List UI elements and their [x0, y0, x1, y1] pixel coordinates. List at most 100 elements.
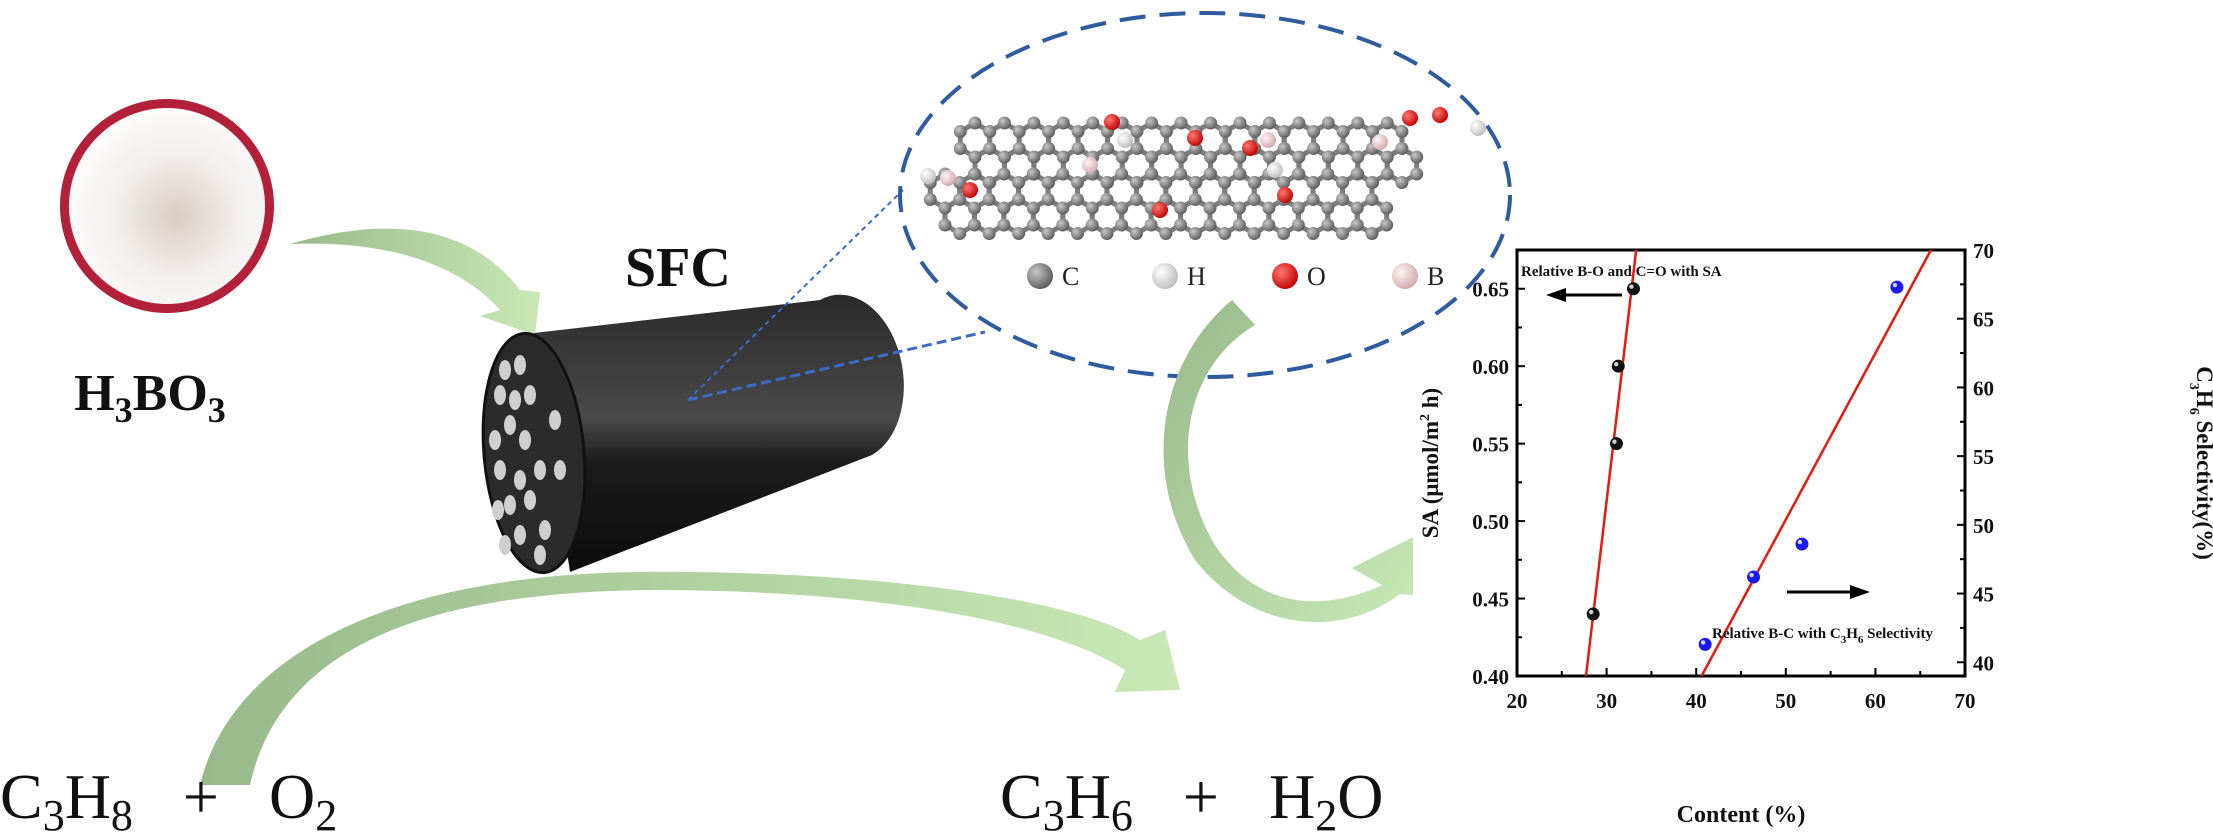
data-point-highlight [1700, 640, 1706, 645]
carbon-atom [1086, 116, 1100, 130]
data-point-series-2 [1698, 637, 1712, 651]
carbon-atom [1115, 167, 1129, 181]
y-axis-title: SA (μmol/m2 h) [1418, 388, 1443, 538]
boron-atom [1082, 157, 1098, 173]
carbon-atom [1277, 227, 1291, 240]
carbon-atom [1350, 167, 1364, 181]
data-point-series-2 [1890, 280, 1904, 294]
oxygen-atom [1402, 110, 1418, 126]
carbon-atom [1350, 201, 1364, 215]
carbon-atom [1380, 116, 1394, 130]
carbon-atom [1012, 176, 1026, 189]
precursor-label: H3BO3 [74, 365, 226, 430]
carbon-atom [1174, 218, 1188, 232]
carbon-atom [1232, 218, 1246, 232]
carbon-atom [1291, 201, 1305, 215]
carbon-atom [1012, 193, 1026, 206]
carbon-atom [983, 142, 997, 155]
carbon-atom [1115, 218, 1129, 232]
carbon-atom [1144, 167, 1158, 181]
carbon-atom [967, 201, 981, 215]
pore [504, 415, 516, 435]
carbon-atom [1203, 167, 1217, 181]
zoom-ellipse [898, 11, 1512, 379]
data-point-highlight [1612, 439, 1617, 444]
pore [514, 470, 526, 490]
y2-axis-title: C3H6 Selectivity(%) [2186, 366, 2213, 560]
carbon-atom [1203, 201, 1217, 215]
carbon-atom [1292, 116, 1306, 130]
carbon-atom [1130, 142, 1144, 155]
data-point-series-1 [1626, 282, 1640, 296]
carbon-atom [1100, 176, 1114, 189]
carbon-atom [1056, 150, 1070, 164]
carbon-atom [997, 167, 1011, 181]
carbon-atom [1071, 176, 1085, 189]
y-tick-label: 0.50 [1472, 510, 1509, 534]
oxygen-atom [1152, 202, 1168, 218]
carbon-atom [982, 176, 996, 189]
atom-h-swatch-icon [1152, 263, 1178, 289]
carbon-atom [1307, 125, 1321, 138]
y2-tick-label: 55 [1973, 445, 1994, 469]
carbon-atom [997, 201, 1011, 215]
carbon-atom [1026, 167, 1040, 181]
carbon-atom [1351, 150, 1365, 164]
y2-tick-label: 50 [1973, 514, 1994, 538]
carbon-atom [1204, 116, 1218, 130]
carbon-atom [1321, 150, 1335, 164]
carbon-atom [953, 142, 967, 155]
carbon-atom [953, 193, 967, 206]
carbon-atom [1395, 176, 1409, 189]
pore [524, 490, 536, 510]
carbon-atom [1277, 176, 1291, 189]
atom-o-swatch-icon [1272, 263, 1298, 289]
carbon-atom [1262, 150, 1276, 164]
carbon-atom [1204, 150, 1218, 164]
carbon-atom [1100, 227, 1114, 240]
pore [499, 360, 511, 380]
carbon-atom [1262, 201, 1276, 215]
zoom-guide-line [687, 330, 986, 402]
pore [509, 390, 521, 410]
carbon-atom [1233, 150, 1247, 164]
x-tick-label: 40 [1686, 689, 1707, 713]
carbon-atom [1056, 167, 1070, 181]
carbon-atom [1291, 218, 1305, 232]
carbon-atom [1188, 193, 1202, 206]
carbon-atom [1336, 227, 1350, 240]
carbon-atom [938, 201, 952, 215]
carbon-atom [1306, 176, 1320, 189]
carbon-atom [1218, 227, 1232, 240]
carbon-atom [1188, 227, 1202, 240]
x-tick-label: 20 [1507, 689, 1528, 713]
carbon-atom [1129, 176, 1143, 189]
oxygen-atom [1242, 140, 1258, 156]
carbon-atom [1410, 167, 1424, 181]
carbon-atom [968, 150, 982, 164]
hydrogen-atom [1267, 162, 1283, 178]
carbon-atom [1085, 218, 1099, 232]
carbon-atom [1071, 125, 1085, 138]
carbon-atom [997, 218, 1011, 232]
pore [534, 460, 546, 480]
y2-tick-label: 40 [1973, 651, 1994, 675]
carbon-atom [1232, 167, 1246, 181]
carbon-atom [997, 116, 1011, 130]
carbon-atom [1115, 201, 1129, 215]
carbon-atom [1026, 218, 1040, 232]
y2-tick-label: 60 [1973, 376, 1994, 400]
result-arrow [1163, 300, 1413, 623]
carbon-atom [1203, 218, 1217, 232]
pore [524, 385, 536, 405]
data-point-highlight [1797, 539, 1803, 545]
oxygen-atom [962, 182, 978, 198]
carbon-atom [1248, 125, 1262, 138]
x-tick-label: 60 [1865, 689, 1886, 713]
atom-b-swatch-icon [1392, 263, 1418, 289]
y2-tick-label: 65 [1973, 308, 1994, 332]
atom-c-swatch-icon [1027, 263, 1053, 289]
carbon-atom [1041, 176, 1055, 189]
carbon-atom [1380, 201, 1394, 215]
hydrogen-atom [1117, 132, 1133, 148]
